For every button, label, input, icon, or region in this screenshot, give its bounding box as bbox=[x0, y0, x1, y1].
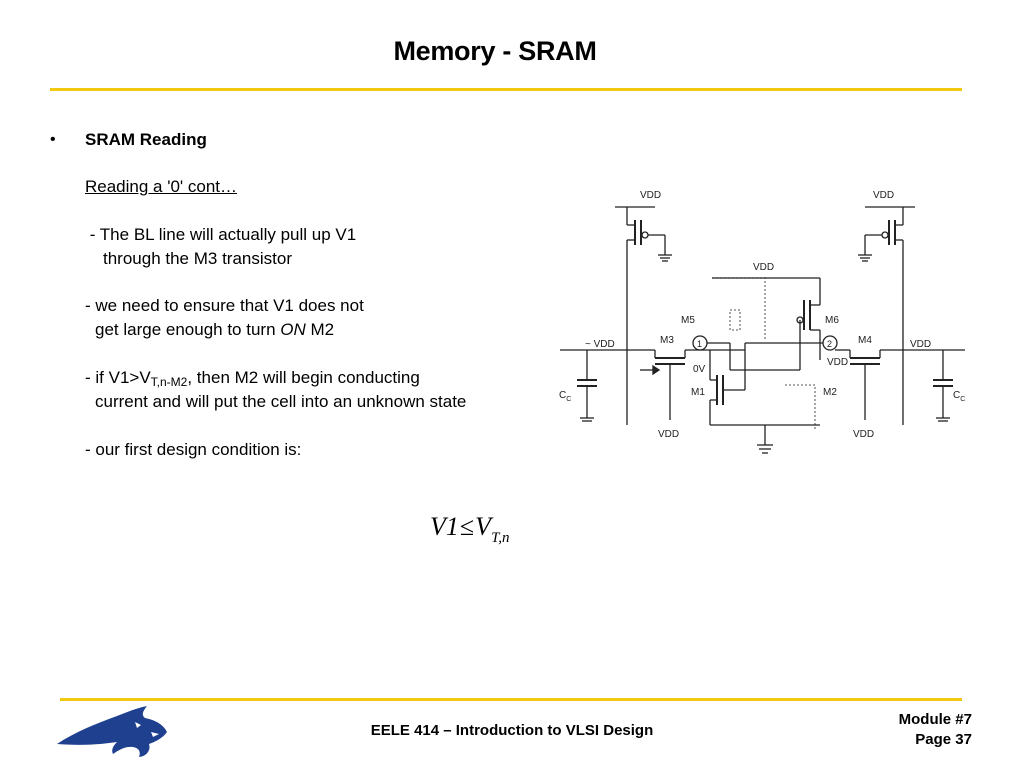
m5-label: M5 bbox=[681, 315, 695, 326]
slide-title: Memory - SRAM bbox=[393, 36, 597, 66]
module-info: Module #7 Page 37 bbox=[899, 710, 972, 750]
vdd-right-node-label: VDD bbox=[827, 357, 848, 368]
vdd-right-bitline-label: VDD bbox=[910, 339, 931, 350]
vdd-left-bitline-label: ~ VDD bbox=[585, 339, 615, 350]
vdd-center-label: VDD bbox=[753, 262, 774, 273]
sram-cell-diagram: VDD VDD ~ VDD VDD CC CC VDD M6 M5 bbox=[559, 190, 965, 454]
footer-divider bbox=[60, 698, 962, 701]
vdd-top-left-label: VDD bbox=[640, 190, 661, 201]
vdd-top-right-label: VDD bbox=[873, 190, 894, 201]
para2-line2: get large enough to turn ON M2 bbox=[95, 320, 335, 339]
section-heading: SRAM Reading bbox=[85, 130, 207, 149]
para3-line2: current and will put the cell into an un… bbox=[95, 392, 467, 411]
para1-line1: - The BL line will actually pull up V1 bbox=[85, 225, 357, 244]
m2-label: M2 bbox=[823, 387, 837, 398]
para1-line2: through the M3 transistor bbox=[103, 249, 292, 268]
m6-label: M6 bbox=[825, 315, 839, 326]
title-divider bbox=[50, 88, 962, 91]
vdd-bottom-left-label: VDD bbox=[658, 429, 679, 440]
page-number: Page 37 bbox=[915, 731, 972, 748]
module-number: Module #7 bbox=[898, 711, 972, 728]
bobcat-logo-icon bbox=[57, 706, 167, 757]
para3-line1: - if V1>VT,n-M2, then M2 will begin cond… bbox=[85, 368, 420, 389]
para2-line1: - we need to ensure that V1 does not bbox=[85, 296, 364, 315]
node1-label: 1 bbox=[697, 339, 702, 349]
bullet-marker: • bbox=[50, 131, 56, 148]
course-title: EELE 414 – Introduction to VLSI Design bbox=[370, 722, 654, 739]
vdd-bottom-right-label: VDD bbox=[853, 429, 874, 440]
m1-label: M1 bbox=[691, 387, 705, 398]
para4: - our first design condition is: bbox=[85, 440, 302, 459]
node2-label: 2 bbox=[827, 339, 832, 349]
m4-label: M4 bbox=[858, 335, 872, 346]
m3-label: M3 bbox=[660, 335, 674, 346]
threshold-subscript: T,n-M2 bbox=[150, 375, 188, 389]
cc-right-label: CC bbox=[953, 390, 965, 403]
zero-volt-label: 0V bbox=[693, 364, 706, 375]
design-condition-formula: V1≤VT,n bbox=[430, 512, 510, 546]
cc-left-label: CC bbox=[559, 390, 571, 403]
emphasis-on: ON bbox=[280, 320, 306, 339]
section-subheading: Reading a '0' cont… bbox=[85, 177, 238, 196]
